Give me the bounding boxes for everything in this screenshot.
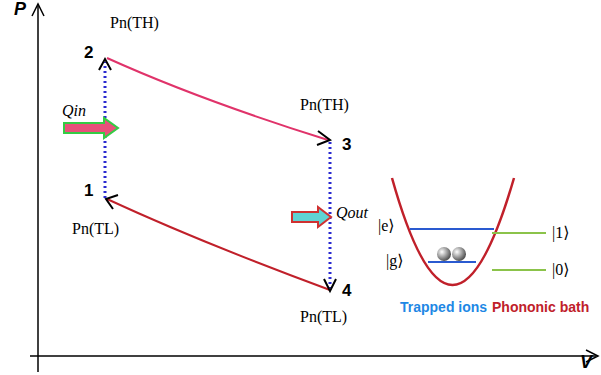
axis-label: V xyxy=(580,353,592,373)
state-label: Pn(TL) xyxy=(300,308,347,326)
state-number: 4 xyxy=(342,282,351,301)
p-axis xyxy=(37,6,39,372)
state-label: Pn(TL) xyxy=(72,220,119,238)
ion xyxy=(452,247,466,261)
state-ket: |e⟩ xyxy=(378,217,395,235)
bath-level xyxy=(492,232,546,234)
excited-level xyxy=(410,228,494,230)
state-ket: |1⟩ xyxy=(552,224,569,242)
axis-label: P xyxy=(14,0,26,20)
heat-label: Qout xyxy=(336,204,368,222)
inset-caption: Trapped ions xyxy=(400,300,487,315)
state-ket: |g⟩ xyxy=(386,252,403,270)
state-label: Pn(TH) xyxy=(300,96,349,114)
state-number: 2 xyxy=(84,44,93,63)
direction-arrow xyxy=(99,59,111,70)
state-number: 1 xyxy=(84,182,93,201)
state-label: Pn(TH) xyxy=(110,14,159,32)
ground-level xyxy=(428,261,476,263)
v-axis xyxy=(30,355,596,357)
direction-arrow xyxy=(324,279,336,291)
p-axis-head xyxy=(32,4,44,16)
bath-level xyxy=(492,269,546,271)
adiabat-expansion xyxy=(107,58,328,140)
heat-out-arrow xyxy=(292,207,331,227)
adiabat-compression xyxy=(107,199,330,290)
heat-in-arrow xyxy=(64,118,118,138)
heat-label: Qin xyxy=(62,102,86,120)
state-number: 3 xyxy=(342,136,351,155)
direction-arrow xyxy=(317,131,330,145)
state-ket: |0⟩ xyxy=(552,261,569,279)
trap-potential xyxy=(392,178,514,285)
ion xyxy=(437,247,451,261)
direction-arrow xyxy=(106,195,118,209)
inset-caption: Phononic bath xyxy=(492,300,589,315)
